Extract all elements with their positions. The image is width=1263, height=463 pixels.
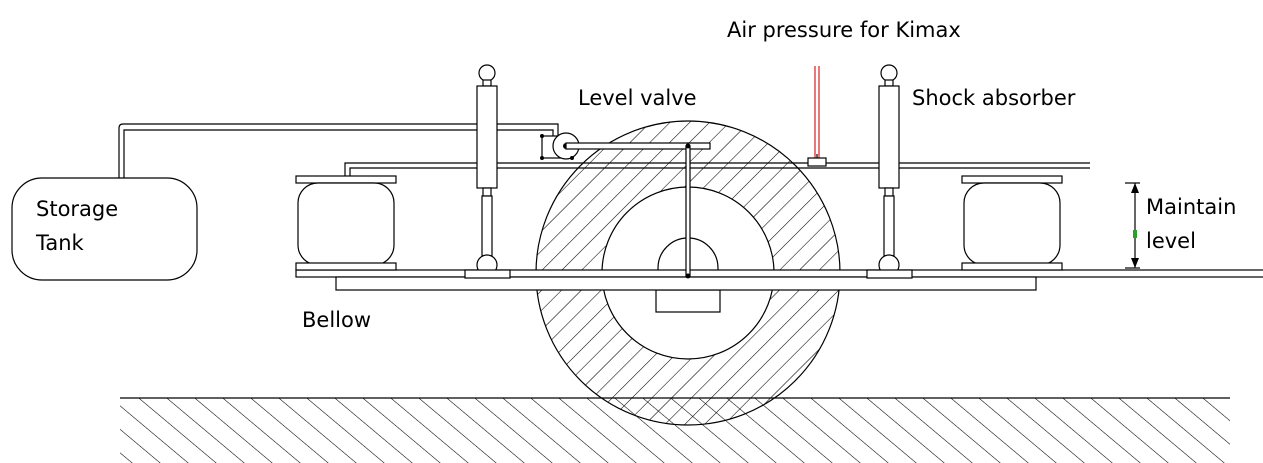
left-bellow xyxy=(295,175,397,271)
maintain-level-dimension xyxy=(1125,182,1140,269)
air-pressure-label: Air pressure for Kimax xyxy=(727,18,961,42)
storage-tank-label-line2: Tank xyxy=(35,231,85,255)
bellow-label: Bellow xyxy=(302,308,371,332)
upper-frame xyxy=(344,162,1090,178)
maintain-level-label-line1: Maintain xyxy=(1146,195,1236,219)
level-valve-label: Level valve xyxy=(578,86,697,110)
kimax-air-line xyxy=(807,66,827,167)
right-shock-absorber xyxy=(866,64,913,279)
shock-absorber-label: Shock absorber xyxy=(912,86,1076,110)
left-shock-absorber xyxy=(464,64,511,279)
maintain-level-label-line2: level xyxy=(1146,229,1196,253)
level-valve xyxy=(540,132,711,279)
storage-tank-label-line1: Storage xyxy=(36,197,118,221)
chassis-beam xyxy=(295,269,1263,291)
storage-tank xyxy=(11,177,198,281)
right-bellow xyxy=(961,175,1063,271)
